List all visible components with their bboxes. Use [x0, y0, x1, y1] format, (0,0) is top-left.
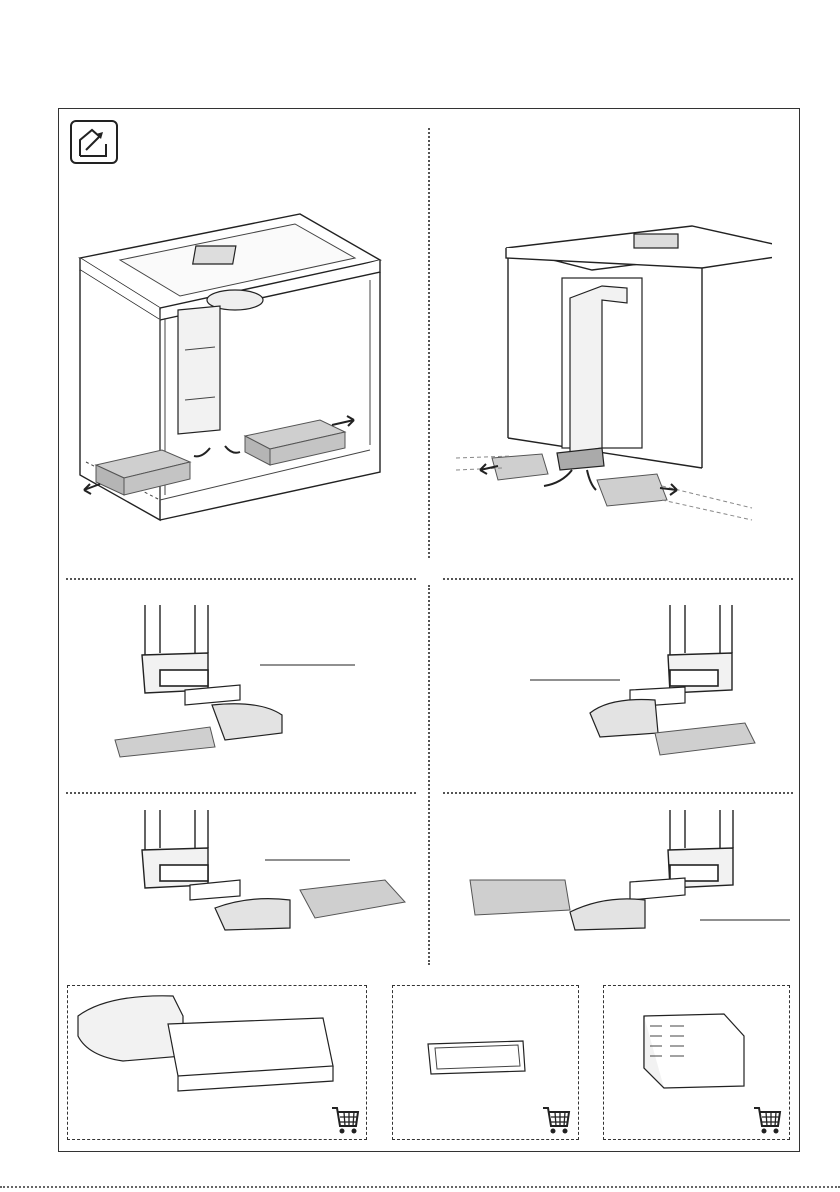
duct-assembly-illustration [100, 605, 400, 775]
horizontal-divider-left-2 [66, 792, 416, 794]
accessory-vent-grille [603, 985, 790, 1140]
duct-assembly-illustration [520, 605, 790, 775]
home-upgrade-icon [70, 120, 118, 164]
shopping-cart-icon[interactable] [752, 1104, 782, 1141]
accessory-duct-connector [392, 985, 579, 1140]
horizontal-divider-right-1 [443, 578, 793, 580]
shopping-cart-icon[interactable] [541, 1104, 571, 1141]
page-bottom-edge [0, 1186, 840, 1188]
horizontal-divider-left-1 [66, 578, 416, 580]
shopping-cart-icon[interactable] [330, 1104, 360, 1141]
vertical-divider-bottom [428, 585, 430, 965]
kitchen-cabinet-illustration [70, 200, 390, 530]
kitchen-cabinet-illustration [452, 208, 772, 538]
horizontal-divider-right-2 [443, 792, 793, 794]
duct-assembly-illustration [100, 810, 410, 940]
duct-assembly-illustration [465, 810, 795, 940]
vertical-divider-top [428, 128, 430, 558]
accessory-bend-duct-kit [67, 985, 367, 1140]
